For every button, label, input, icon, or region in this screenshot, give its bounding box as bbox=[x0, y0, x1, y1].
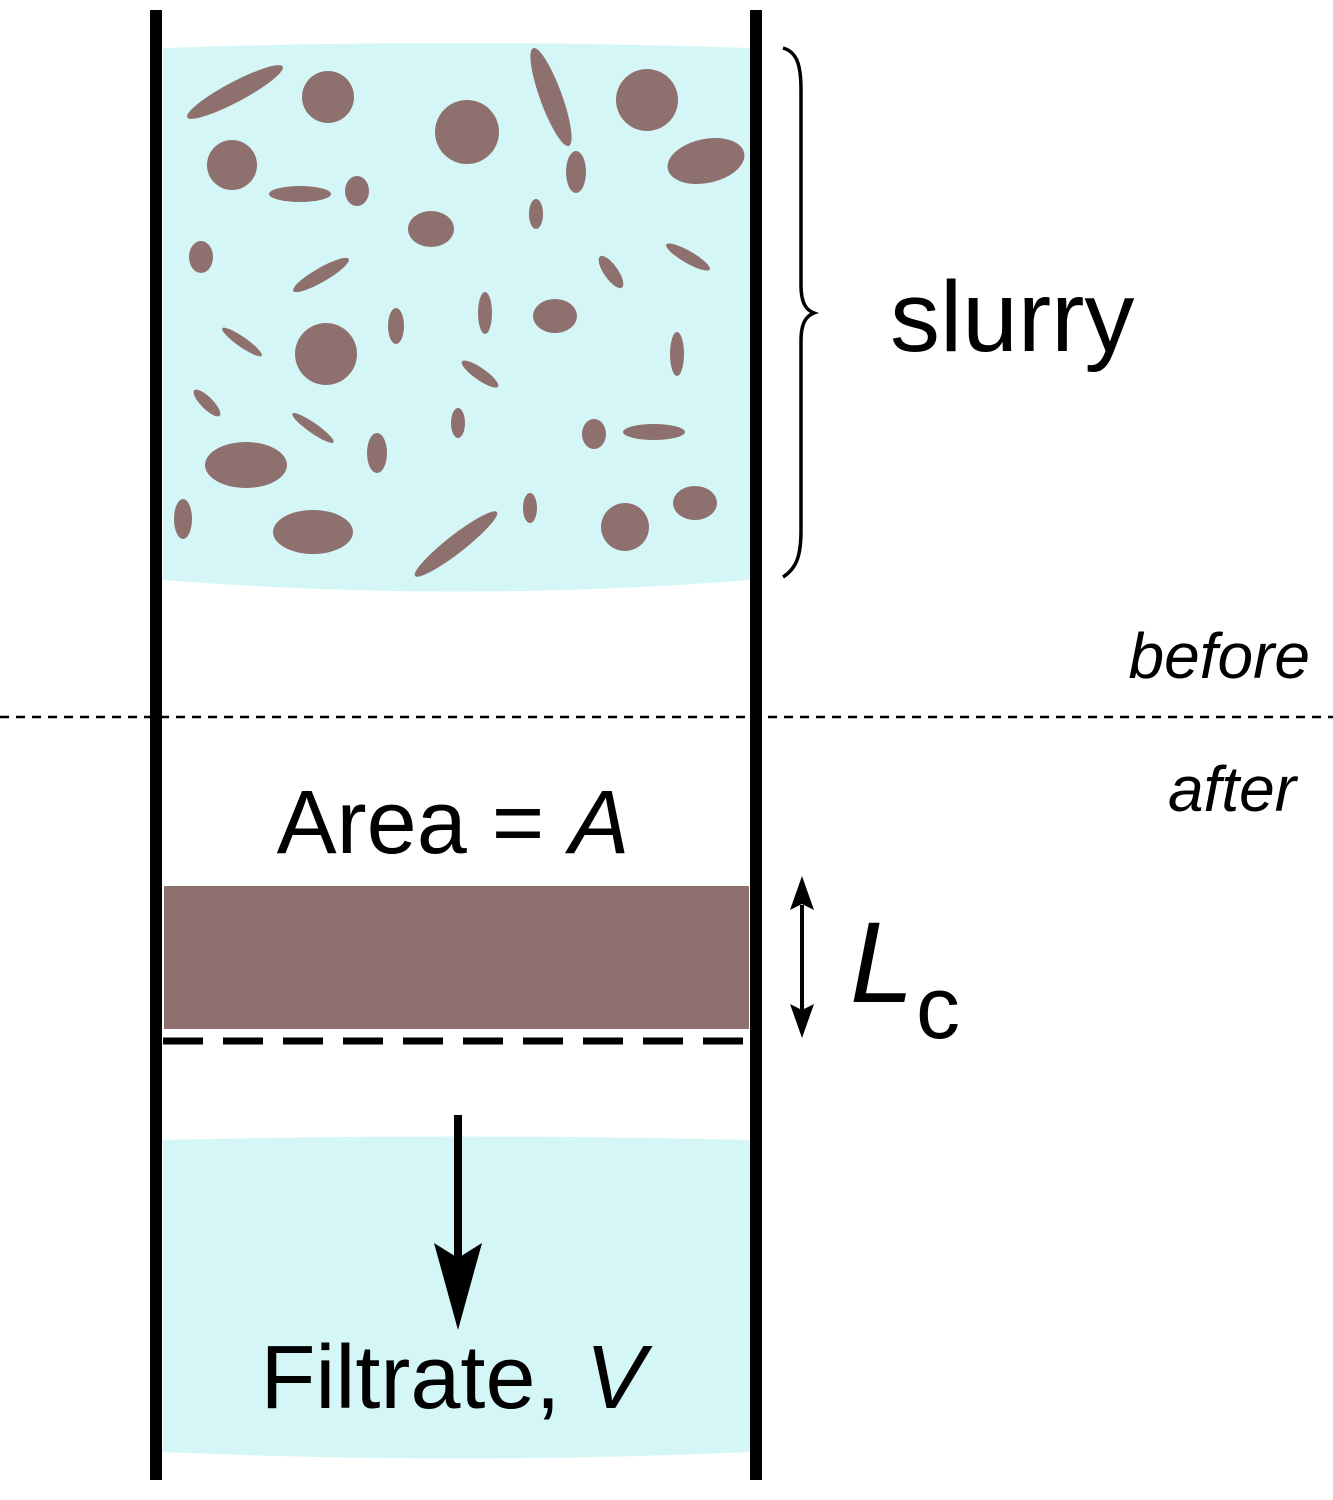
particle bbox=[461, 360, 499, 388]
area-label-variable: A bbox=[564, 773, 629, 873]
particle bbox=[598, 255, 624, 289]
area-label-prefix: Area = bbox=[277, 773, 570, 873]
particle bbox=[388, 308, 404, 344]
particle bbox=[616, 69, 678, 131]
after-label: after bbox=[1168, 753, 1299, 825]
particle bbox=[293, 257, 349, 293]
filtrate-label: Filtrate, V bbox=[260, 1328, 653, 1428]
particle bbox=[623, 424, 685, 440]
slurry-liquid bbox=[163, 43, 750, 592]
particle bbox=[533, 299, 577, 333]
particle bbox=[530, 47, 572, 147]
cake-thickness-subscript: c bbox=[916, 958, 960, 1057]
particle bbox=[478, 292, 492, 334]
particle bbox=[582, 419, 606, 449]
slurry-particles bbox=[174, 47, 745, 577]
cake-thickness-variable: L bbox=[850, 899, 914, 1027]
particle bbox=[302, 71, 354, 123]
particle bbox=[187, 65, 283, 119]
particle bbox=[193, 389, 221, 417]
particle bbox=[174, 499, 192, 539]
slurry-label: slurry bbox=[890, 261, 1134, 373]
particle bbox=[435, 100, 499, 164]
particle bbox=[408, 211, 454, 247]
cake-thickness-label: Lc bbox=[850, 899, 960, 1057]
right-curly-brace-icon bbox=[781, 46, 819, 579]
particle bbox=[667, 138, 745, 184]
particle bbox=[529, 199, 543, 229]
particle bbox=[269, 186, 331, 202]
particle bbox=[523, 493, 537, 523]
particle bbox=[451, 408, 465, 438]
particle bbox=[295, 323, 357, 385]
particle bbox=[189, 241, 213, 273]
filtrate-label-prefix: Filtrate, bbox=[260, 1328, 585, 1428]
down-arrow-icon bbox=[434, 1115, 482, 1330]
particle bbox=[292, 413, 334, 443]
area-label: Area = A bbox=[277, 773, 630, 873]
particle bbox=[207, 140, 257, 190]
filtrate-label-variable: V bbox=[586, 1328, 654, 1428]
particle bbox=[345, 176, 369, 206]
particle bbox=[670, 332, 684, 376]
double-headed-vertical-arrow-icon bbox=[790, 876, 814, 1038]
particle bbox=[566, 151, 586, 193]
particle bbox=[601, 503, 649, 551]
particle bbox=[673, 486, 717, 520]
particle bbox=[367, 433, 387, 473]
particle bbox=[222, 327, 262, 357]
particle bbox=[273, 510, 353, 554]
filter-cake bbox=[164, 886, 749, 1029]
particle bbox=[414, 511, 498, 577]
particle bbox=[666, 243, 710, 271]
particle bbox=[205, 442, 287, 488]
before-label: before bbox=[1129, 620, 1310, 692]
